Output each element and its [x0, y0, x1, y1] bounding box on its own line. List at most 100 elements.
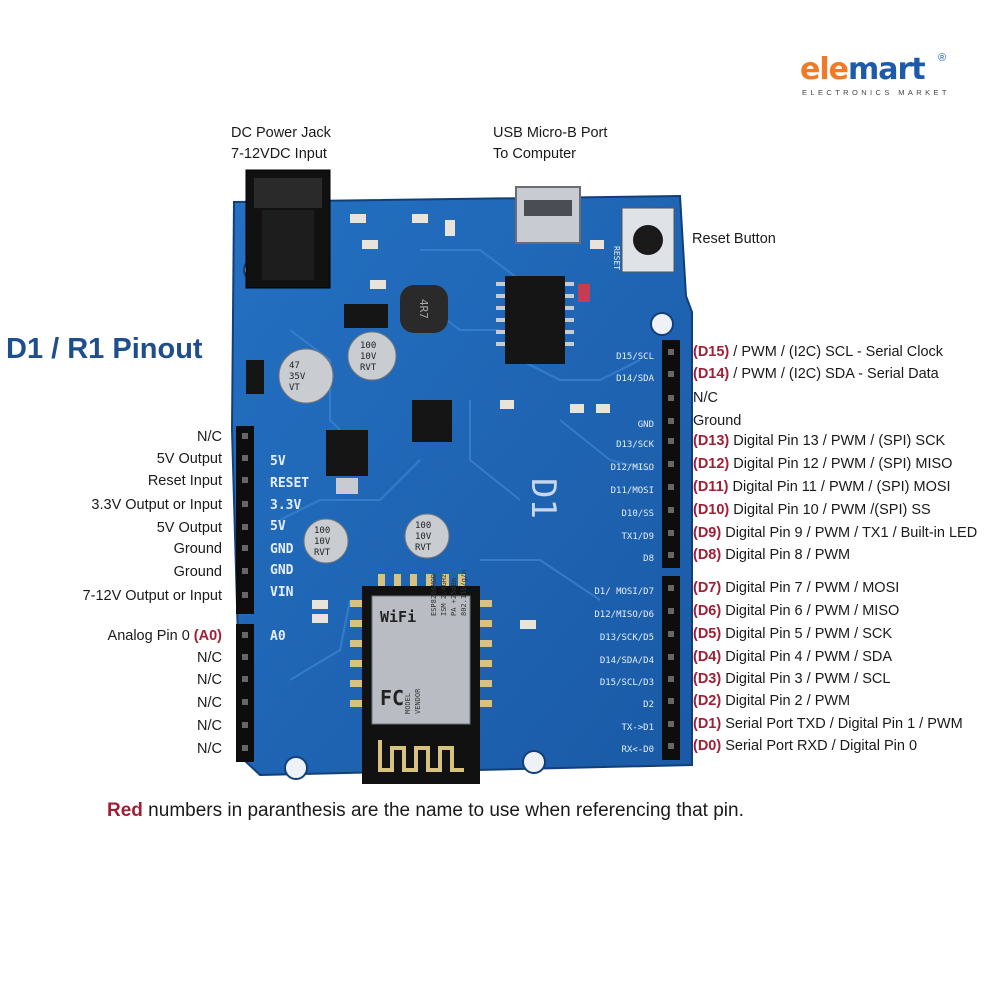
left-pin-label: Ground	[174, 539, 222, 559]
left-pin-label: 5V Output	[157, 518, 222, 538]
svg-text:RESET: RESET	[270, 476, 309, 491]
pin-description: Digital Pin 8 / PWM	[721, 547, 851, 563]
pin-description: Digital Pin 5 / PWM / SCK	[721, 626, 893, 642]
pin-description: Digital Pin 4 / PWM / SDA	[721, 649, 893, 665]
svg-text:GND: GND	[270, 542, 294, 557]
esp8266-module	[350, 574, 492, 784]
module-text: ESP8266MOD ISM 2.4GHz PA +25dBm 802.11b/…	[404, 570, 468, 714]
usb-label: USB Micro-B Port To Computer	[493, 123, 607, 165]
right-pin-label: (D4) Digital Pin 4 / PWM / SDA	[693, 647, 892, 667]
svg-text:802.11b/g/n: 802.11b/g/n	[460, 570, 468, 616]
pin-code: (D11)	[693, 479, 729, 495]
smd-resistors	[312, 214, 610, 629]
reset-button-label: Reset Button	[692, 231, 776, 247]
svg-text:5V: 5V	[270, 519, 286, 534]
right-header-upper	[662, 340, 680, 568]
pin-description: Digital Pin 11 / PWM / (SPI) MOSI	[728, 479, 951, 495]
svg-text:VT: VT	[289, 383, 300, 393]
svg-text:RVT: RVT	[314, 548, 331, 558]
pin-description: Digital Pin 13 / PWM / (SPI) SCK	[729, 433, 946, 449]
svg-text:10V: 10V	[314, 537, 331, 547]
svg-text:47: 47	[289, 361, 300, 371]
svg-text:GND: GND	[270, 563, 294, 578]
right-pin-label: (D12) Digital Pin 12 / PWM / (SPI) MISO	[693, 454, 952, 474]
left-header-power	[236, 426, 254, 614]
regulator-tab	[336, 478, 358, 494]
svg-text:D12/MISO: D12/MISO	[611, 463, 654, 473]
right-pin-label: (D9) Digital Pin 9 / PWM / TX1 / Built-i…	[693, 523, 977, 543]
pin-description: N/C	[197, 429, 222, 445]
pin-code: (D1)	[693, 716, 722, 732]
svg-text:100: 100	[314, 526, 330, 536]
mounting-hole	[284, 756, 308, 780]
reset-silk-text: RESET	[612, 246, 621, 270]
svg-text:100: 100	[360, 341, 376, 351]
svg-text:D8: D8	[643, 554, 654, 564]
svg-text:10V: 10V	[415, 532, 432, 542]
pin-description: Analog Pin 0	[107, 628, 194, 644]
svg-text:D14/SDA/D4: D14/SDA/D4	[600, 656, 654, 666]
right-pin-label: N/C	[693, 388, 718, 408]
diagram-title: D1 / R1 Pinout	[6, 333, 203, 365]
pin-code: (D12)	[693, 456, 730, 472]
pin-description: Ground	[173, 541, 222, 557]
pin-description: Digital Pin 2 / PWM	[721, 693, 851, 709]
dc-power-line1: DC Power Jack	[231, 125, 331, 141]
fcc-logo: FC	[380, 686, 404, 710]
svg-text:TX->D1: TX->D1	[621, 723, 654, 733]
left-header-analog	[236, 624, 254, 762]
registered-mark: ®	[938, 52, 947, 64]
svg-text:ESP8266MOD: ESP8266MOD	[430, 574, 438, 616]
pin-code: (D15)	[693, 344, 730, 360]
mounting-hole	[522, 750, 546, 774]
pin-description: N/C	[197, 650, 222, 666]
dc-power-line2: 7-12VDC Input	[231, 146, 327, 162]
svg-text:MODEL: MODEL	[404, 693, 412, 714]
pin-code: (D5)	[693, 626, 722, 642]
right-pin-label: (D2) Digital Pin 2 / PWM	[693, 691, 850, 711]
pin-description: Digital Pin 3 / PWM / SCL	[721, 671, 891, 687]
usb-port	[515, 186, 581, 244]
svg-text:D2: D2	[643, 700, 654, 710]
dc-power-label: DC Power Jack 7-12VDC Input	[231, 123, 331, 165]
svg-text:RVT: RVT	[360, 363, 377, 373]
svg-text:D13/SCK: D13/SCK	[616, 440, 655, 450]
svg-text:D14/SDA: D14/SDA	[616, 374, 655, 384]
right-pin-label: (D7) Digital Pin 7 / PWM / MOSI	[693, 578, 899, 598]
right-pin-label: (D10) Digital Pin 10 / PWM /(SPI) SS	[693, 500, 931, 520]
pin-code: (D14)	[693, 366, 730, 382]
svg-text:PA +25dBm: PA +25dBm	[450, 578, 458, 616]
wifi-logo: WiFi	[380, 608, 416, 626]
right-silkscreen: D15/SCL D14/SDA GND D13/SCK D12/MISO D11…	[594, 352, 654, 755]
usb-line2: To Computer	[493, 146, 577, 162]
pin-description: Digital Pin 9 / PWM / TX1 / Built-in LED	[721, 525, 978, 541]
svg-text:100: 100	[415, 521, 431, 531]
svg-text:D11/MOSI: D11/MOSI	[611, 486, 654, 496]
mounting-hole	[650, 312, 674, 336]
brand-name-part1: ele	[800, 52, 849, 87]
right-pin-label: (D13) Digital Pin 13 / PWM / (SPI) SCK	[693, 431, 945, 451]
svg-text:D15/SCL: D15/SCL	[616, 352, 654, 362]
pin-description: Digital Pin 10 / PWM /(SPI) SS	[729, 502, 931, 518]
left-silkscreen: 5V RESET 3.3V 5V GND GND VIN A0	[270, 454, 309, 644]
pin-description: Digital Pin 12 / PWM / (SPI) MISO	[729, 456, 953, 472]
capacitor-47: 47 35V VT	[278, 348, 334, 404]
svg-text:VIN: VIN	[270, 585, 294, 600]
board-model-text: D1	[523, 478, 563, 519]
pin-code: (D0)	[693, 738, 722, 754]
voltage-regulator	[326, 430, 368, 476]
footer-note: Red numbers in paranthesis are the name …	[107, 800, 744, 822]
svg-text:A0: A0	[270, 629, 286, 644]
pin-code: (D10)	[693, 502, 730, 518]
svg-text:10V: 10V	[360, 352, 377, 362]
left-pin-label: N/C	[197, 716, 222, 736]
left-pin-label: 5V Output	[157, 449, 222, 469]
usb-serial-chip	[496, 276, 574, 364]
right-pin-label: (D8) Digital Pin 8 / PWM	[693, 545, 850, 565]
pin-code: (D8)	[693, 547, 722, 563]
svg-text:RVT: RVT	[415, 543, 432, 553]
dc-power-jack	[245, 169, 331, 289]
left-pin-label: 7-12V Output or Input	[83, 586, 222, 606]
right-pin-label: (D14) / PWM / (I2C) SDA - Serial Data	[693, 364, 939, 384]
left-pin-label: Reset Input	[148, 471, 222, 491]
